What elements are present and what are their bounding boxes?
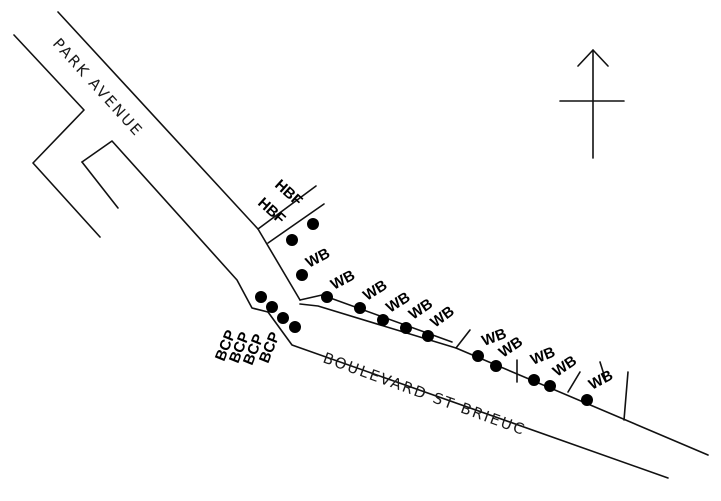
park-avenue-inner-stub [81, 161, 119, 209]
marker-dot [277, 312, 289, 324]
marker-dot [490, 360, 502, 372]
marker-label-wb: WB [303, 245, 333, 272]
hbf-building-top [257, 185, 317, 230]
marker-dot [255, 291, 267, 303]
marker-dot [544, 380, 556, 392]
lot-line-5 [623, 371, 629, 421]
bcp-markers: BCP BCP BCP BCP [212, 291, 301, 367]
marker-dot [266, 301, 278, 313]
park-avenue-road [13, 11, 269, 313]
marker-dot [528, 374, 540, 386]
marker-dot [400, 322, 412, 334]
marker-dot [581, 394, 593, 406]
lot-line-4 [599, 361, 607, 382]
marker-dot [286, 234, 298, 246]
marker-label-wb: WB [586, 367, 616, 394]
marker-label-wb: WB [328, 267, 358, 294]
marker-dot [289, 321, 301, 333]
park-avenue-left-edge [13, 34, 101, 238]
hbf-building-divider [267, 203, 325, 244]
marker-dot [472, 350, 484, 362]
lot-line-3 [567, 371, 581, 393]
north-arrow-icon [559, 49, 625, 159]
park-avenue-right-edge [57, 11, 259, 230]
marker-dot [307, 218, 319, 230]
corner-curb [257, 228, 301, 301]
marker-dot [422, 330, 434, 342]
marker-dot [296, 269, 308, 281]
hbf-markers: HBF HBF [254, 176, 319, 246]
marker-dot [321, 291, 333, 303]
marker-dot [354, 302, 366, 314]
marker-dot [377, 314, 389, 326]
lot-line-1 [455, 329, 471, 349]
park-avenue-inner-edge [81, 140, 269, 313]
boulevard-lower-edge [267, 311, 669, 479]
wb-markers: WB WB WB WB WB WB WB WB WB WB WB [296, 245, 616, 406]
